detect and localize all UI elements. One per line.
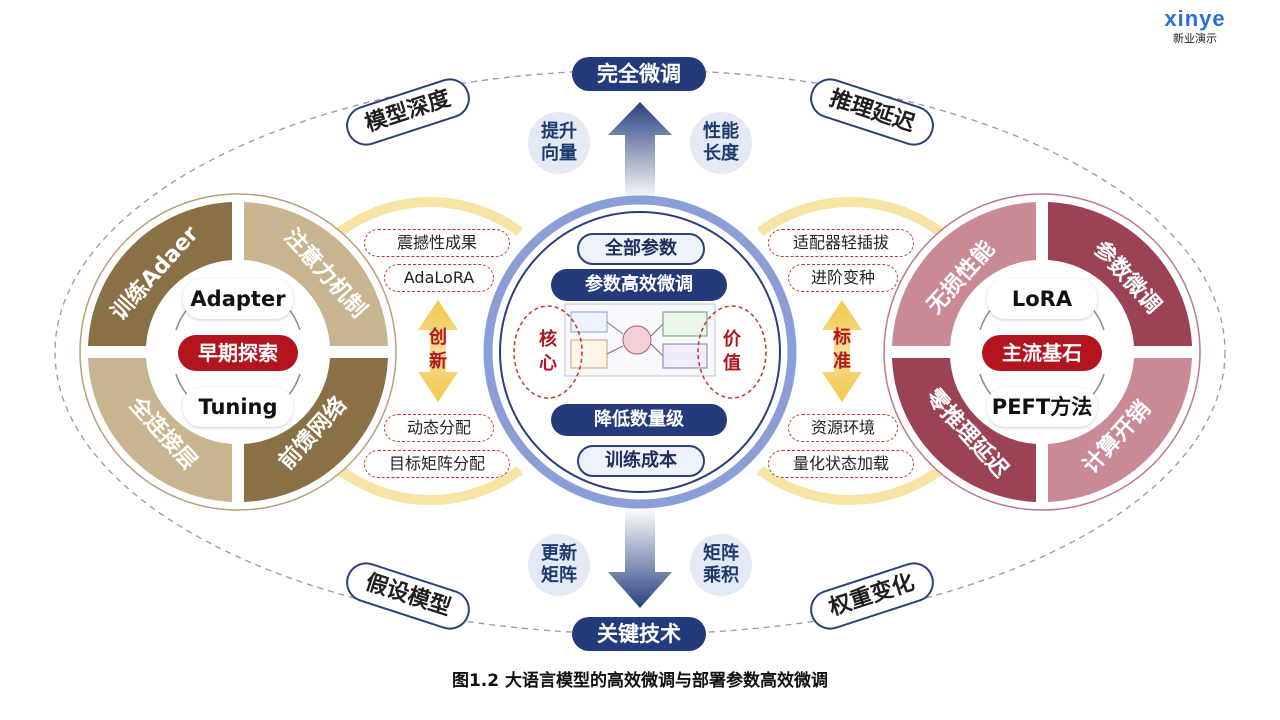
- left-gold-double-arrow: [418, 300, 458, 402]
- bottom-right-bubble: 矩阵 乘积: [690, 534, 752, 596]
- top-left-bubble: 提升 向量: [528, 112, 590, 174]
- center-bottom-light-pill: 训练成本: [577, 445, 705, 477]
- bottom-title-pill: 关键技术: [572, 617, 706, 651]
- center-left-label: 核 心: [539, 329, 557, 374]
- left-bottom-item-1: 动态分配: [384, 414, 494, 442]
- bottom-left-bubble: 更新 矩阵: [528, 534, 590, 596]
- left-bottom-item-2: 目标矩阵分配: [364, 450, 510, 478]
- down-arrow: [608, 508, 672, 608]
- left-wheel-segment-tl: [88, 202, 232, 346]
- center-top-light-pill: 全部参数: [577, 233, 705, 265]
- center-illustration: [564, 303, 716, 377]
- right-inner-top: LoRA: [987, 279, 1097, 319]
- brand-logo-text: xinye: [1164, 6, 1226, 31]
- right-arrow-label: 标 准: [833, 327, 851, 372]
- top-title-pill: 完全微调: [572, 57, 706, 91]
- left-top-item-1: 震撼性成果: [364, 229, 510, 257]
- right-wheel-segment-tr: [1048, 202, 1192, 346]
- right-gold-arc: [757, 197, 943, 237]
- left-arrow-label: 创 新: [429, 327, 447, 372]
- left-wheel-segment-bl: [88, 358, 232, 502]
- brand-subtitle: 新业演示: [1173, 32, 1217, 45]
- left-top-item-2: AdaLoRA: [384, 264, 494, 292]
- right-wheel-segment-br: [1048, 358, 1192, 502]
- right-center-label: 主流基石: [982, 335, 1102, 371]
- right-bottom-item-1: 资源环境: [788, 414, 898, 442]
- left-wheel-segment-br: [244, 358, 388, 502]
- figure-caption: 图1.2 大语言模型的高效微调与部署参数高效微调: [451, 671, 829, 691]
- center-left-dash-ring: [513, 305, 583, 399]
- right-top-item-1: 适配器轻插拔: [768, 229, 914, 257]
- right-inner-bottom: PEFT方法: [987, 387, 1097, 427]
- up-arrow: [608, 102, 672, 200]
- left-wheel-segment-tr: [244, 202, 388, 346]
- right-wheel-segment-tl: [892, 202, 1036, 346]
- center-right-dash-ring: [697, 305, 767, 399]
- left-center-label: 早期探索: [178, 335, 298, 371]
- center-right-label: 价 值: [723, 329, 741, 374]
- center-top-navy-pill: 参数高效微调: [551, 269, 727, 301]
- center-bottom-navy-pill: 降低数量级: [551, 404, 727, 436]
- left-inner-top: Adapter: [183, 279, 293, 319]
- top-right-bubble: 性能 长度: [690, 112, 752, 174]
- left-gold-arc-bottom: [337, 465, 523, 505]
- left-inner-bottom: Tuning: [183, 387, 293, 427]
- right-wheel-segment-bl: [892, 358, 1036, 502]
- right-bottom-item-2: 量化状态加载: [768, 450, 914, 478]
- right-top-item-2: 进阶变种: [788, 264, 898, 292]
- right-gold-arc-bottom: [757, 465, 943, 505]
- right-gold-double-arrow: [822, 300, 862, 402]
- brand-logo: xinye 新业演示: [1150, 6, 1240, 46]
- left-gold-arc: [337, 197, 523, 237]
